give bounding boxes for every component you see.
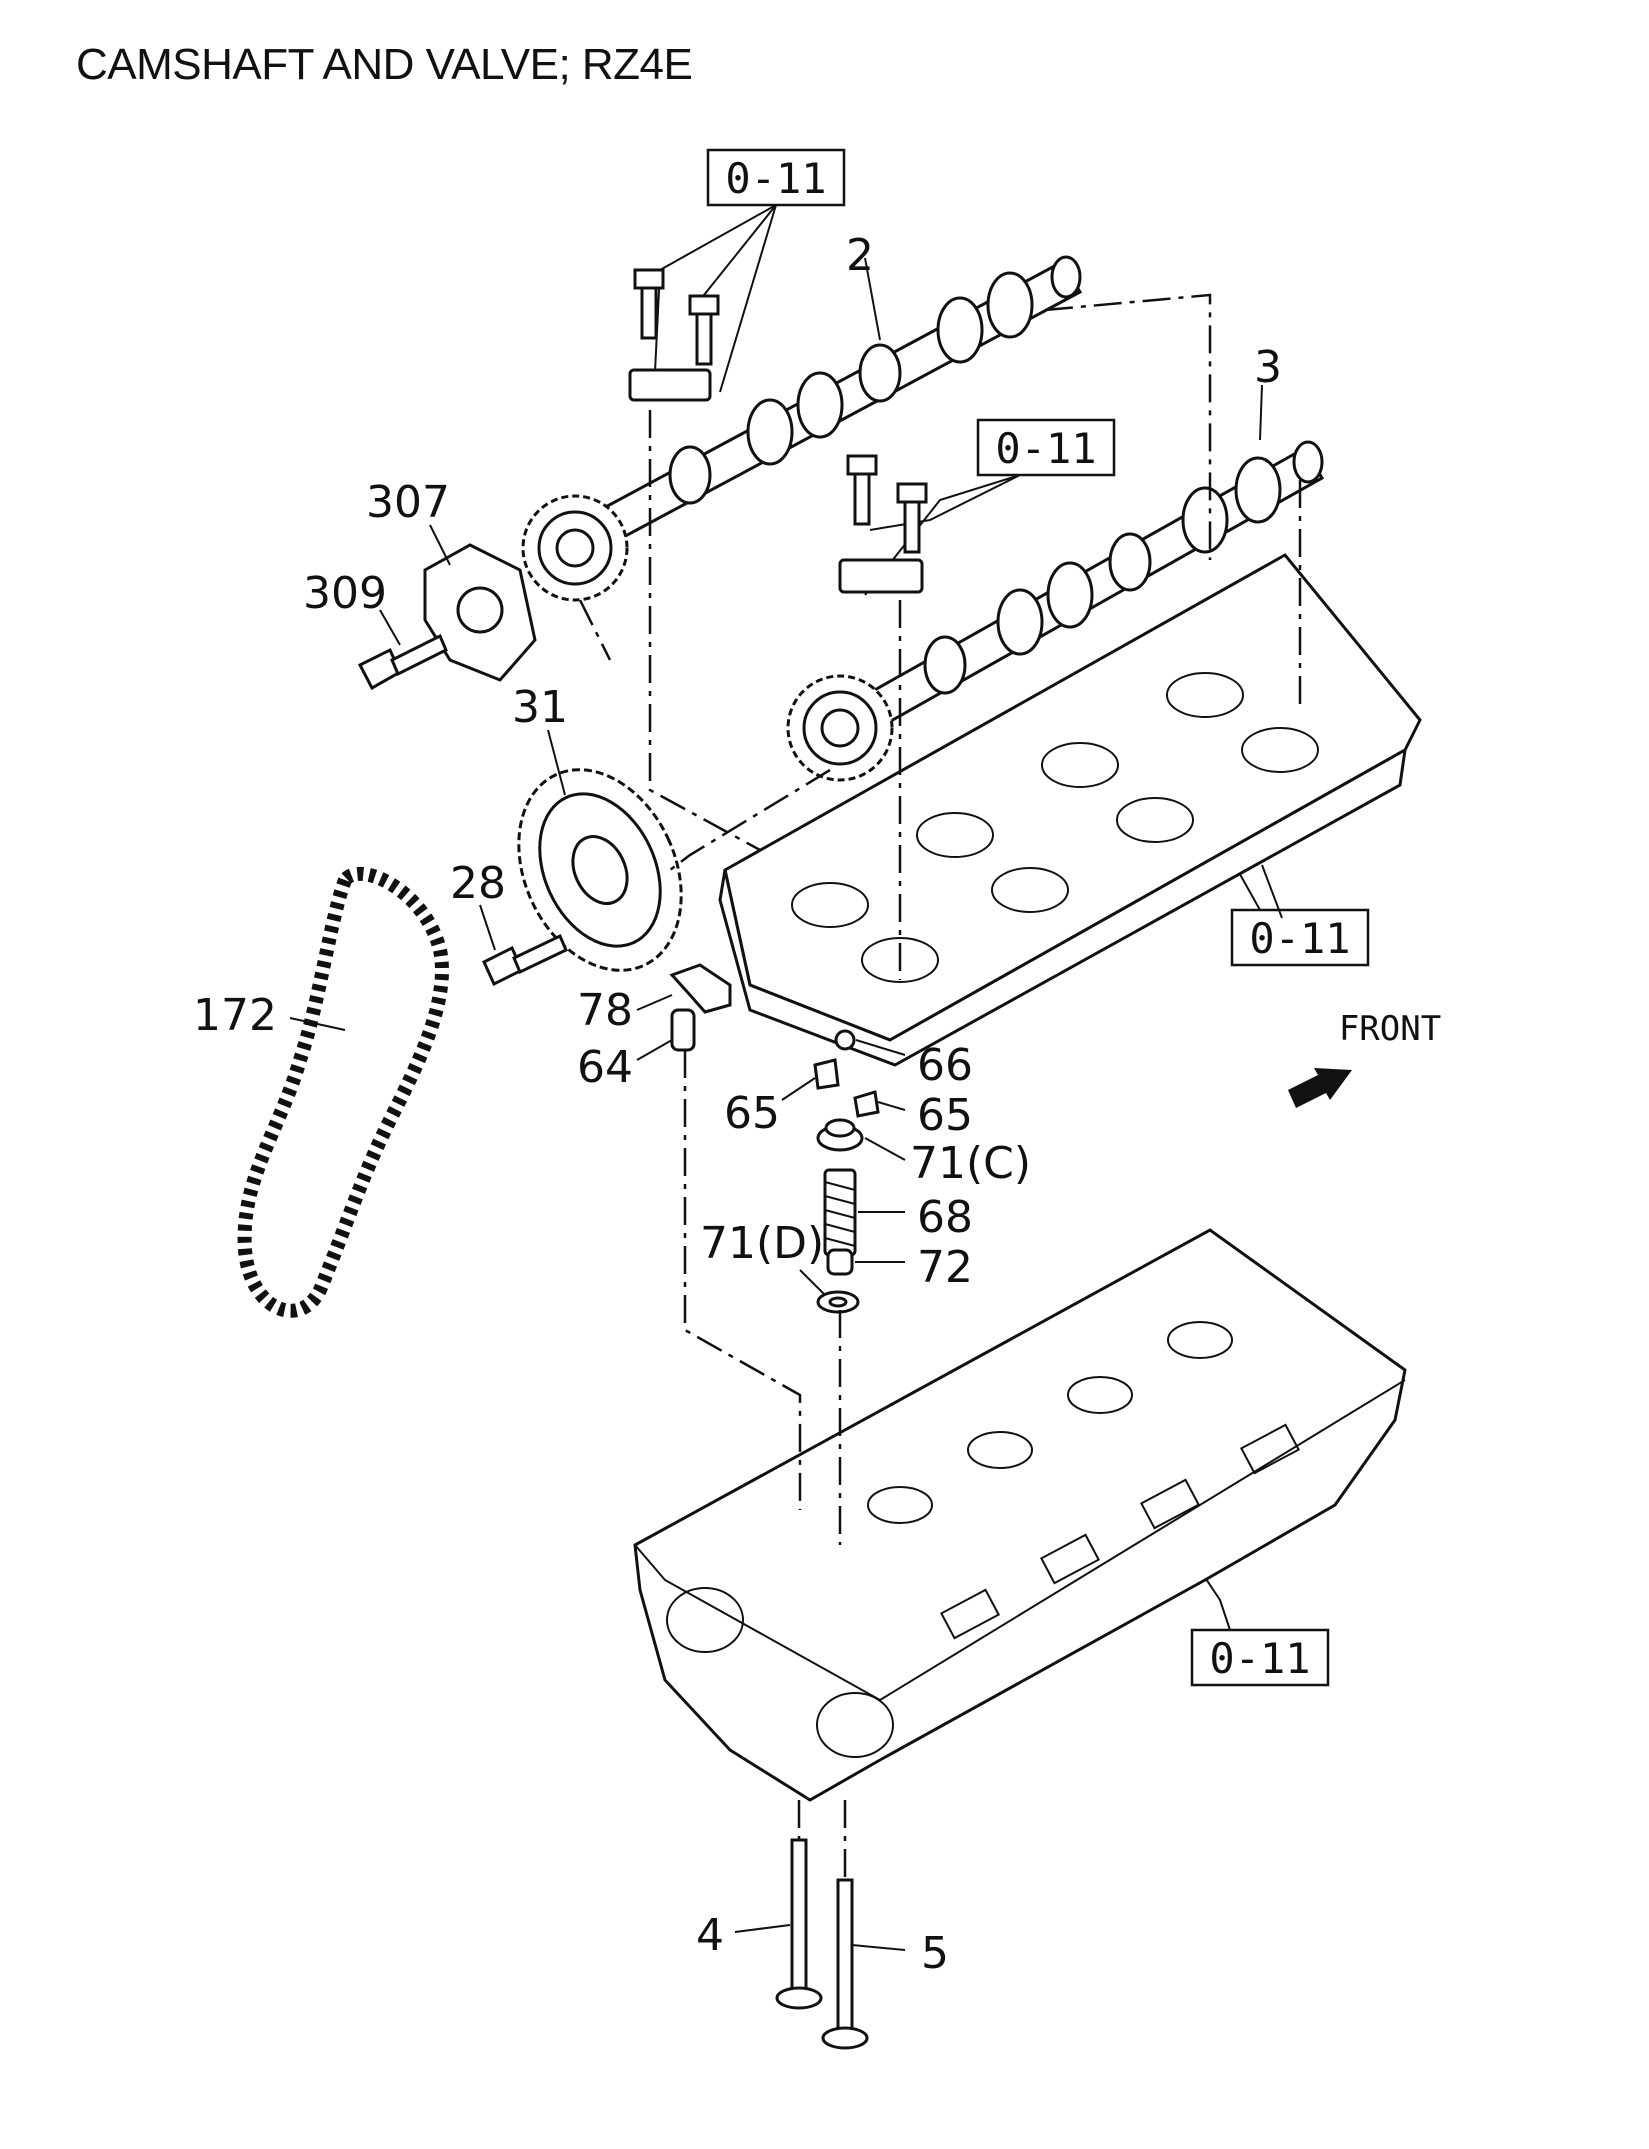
callout-71c: 71(C) xyxy=(910,1138,1031,1189)
ref-box-head[interactable]: 0-11 xyxy=(1190,1628,1330,1687)
valve-spring-lower-seat[interactable] xyxy=(816,1290,860,1314)
callout-72: 72 xyxy=(917,1242,973,1293)
callout-309: 309 xyxy=(303,568,387,619)
front-arrow-icon xyxy=(1288,1068,1352,1108)
ref-box-mid[interactable]: 0-11 xyxy=(976,418,1116,477)
callout-172: 172 xyxy=(193,990,277,1041)
sprocket-bolt[interactable] xyxy=(482,933,568,987)
callout-78: 78 xyxy=(577,985,633,1036)
hydraulic-lash-adjuster[interactable] xyxy=(670,1008,696,1052)
camshaft-carrier[interactable] xyxy=(718,553,1422,1067)
callout-3: 3 xyxy=(1254,342,1282,393)
callout-leaders xyxy=(289,257,1263,1951)
callout-68: 68 xyxy=(917,1192,973,1243)
cylinder-head[interactable] xyxy=(633,1228,1407,1802)
valve-stem-seal[interactable] xyxy=(834,1029,856,1051)
intake-valve[interactable] xyxy=(821,1878,869,2050)
callout-66: 66 xyxy=(917,1040,973,1091)
camshaft-intake[interactable] xyxy=(786,440,1325,782)
lower-cap-bolts[interactable] xyxy=(838,454,928,594)
callout-4: 4 xyxy=(696,1910,724,1961)
svg-text:0-11: 0-11 xyxy=(1209,1634,1310,1683)
callout-2: 2 xyxy=(846,230,874,281)
ref-box-top[interactable]: 0-11 xyxy=(706,148,846,207)
page-title: CAMSHAFT AND VALVE; RZ4E xyxy=(76,40,693,89)
callout-71d: 71(D) xyxy=(700,1218,824,1269)
timing-chain[interactable] xyxy=(237,866,449,1318)
rocker-clip[interactable] xyxy=(669,963,732,1014)
carrier-leader xyxy=(1261,864,1283,919)
alignment-lines xyxy=(578,293,1302,1880)
plate-bolt[interactable] xyxy=(357,633,448,691)
valve-oil-seal[interactable] xyxy=(826,1248,854,1276)
camshaft-sprocket[interactable] xyxy=(488,743,713,997)
svg-text:0-11: 0-11 xyxy=(1249,914,1350,963)
callout-31: 31 xyxy=(512,682,568,733)
callout-64: 64 xyxy=(577,1042,633,1093)
valve-spring-upper-seat[interactable] xyxy=(816,1118,864,1152)
ref-box-carrier[interactable]: 0-11 xyxy=(1230,908,1370,967)
svg-text:0-11: 0-11 xyxy=(725,154,826,203)
callout-65-right: 65 xyxy=(917,1090,973,1141)
front-label: FRONT xyxy=(1339,1009,1441,1049)
upper-cap-bolts[interactable] xyxy=(628,268,720,402)
camshaft-exhaust[interactable] xyxy=(521,255,1083,602)
callout-307: 307 xyxy=(366,477,450,528)
callout-28: 28 xyxy=(450,858,506,909)
callout-65-left: 65 xyxy=(724,1088,780,1139)
callout-5: 5 xyxy=(921,1928,949,1979)
valve-cotters[interactable] xyxy=(813,1058,880,1118)
sensor-plate[interactable] xyxy=(423,543,537,682)
svg-text:0-11: 0-11 xyxy=(995,424,1096,473)
exhaust-valve[interactable] xyxy=(775,1838,823,2010)
valve-spring[interactable] xyxy=(823,1168,857,1257)
